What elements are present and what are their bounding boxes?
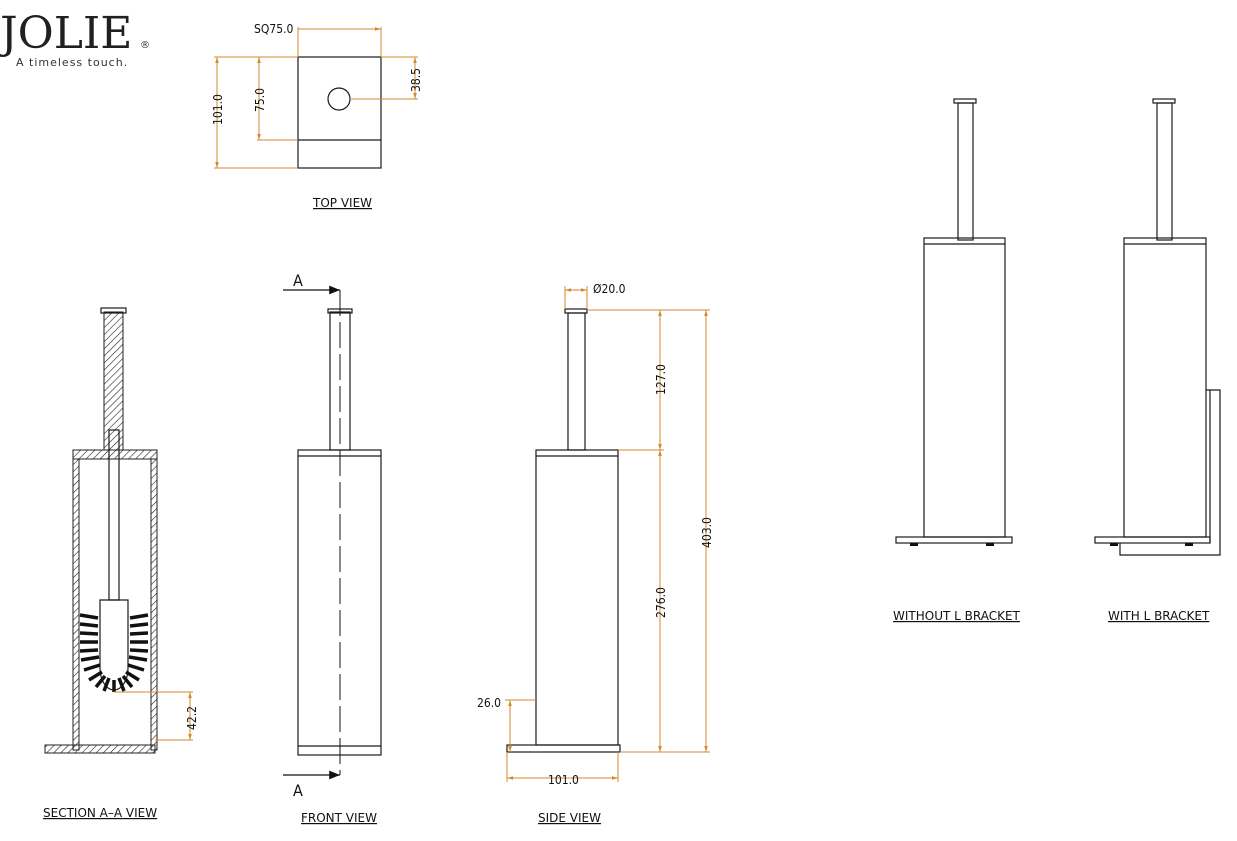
dim-403: 403.0 xyxy=(700,517,714,548)
side-view-label: SIDE VIEW xyxy=(538,811,601,825)
dim-26: 26.0 xyxy=(477,696,501,710)
dim-base-width: 101.0 xyxy=(548,773,579,787)
dim-sq75: SQ75.0 xyxy=(254,22,294,36)
top-view: SQ75.0 101.0 75.0 38.5 TOP VIEW xyxy=(211,22,423,210)
dim-101: 101.0 xyxy=(211,94,225,125)
without-bracket-view: WITHOUT L BRACKET xyxy=(893,98,1021,623)
without-bracket-label: WITHOUT L BRACKET xyxy=(893,609,1021,623)
side-view: Ø20.0 127.0 276.0 403.0 26.0 101.0 SIDE … xyxy=(477,282,714,825)
with-bracket-view: WITH L BRACKET xyxy=(1094,98,1221,623)
front-view-label: FRONT VIEW xyxy=(301,811,377,825)
dim-42-2: 42.2 xyxy=(185,706,199,730)
logo-tagline: A timeless touch. xyxy=(16,56,128,69)
registered-mark: ® xyxy=(140,40,151,51)
section-marker-bottom: A xyxy=(293,781,303,800)
dim-38-5: 38.5 xyxy=(409,68,423,92)
section-view: 42.2 SECTION A–A VIEW xyxy=(43,307,199,820)
brand-logo: JOLIE ® A timeless touch. xyxy=(0,8,151,69)
with-bracket-label: WITH L BRACKET xyxy=(1108,609,1210,623)
section-view-label: SECTION A–A VIEW xyxy=(43,806,157,820)
dim-75: 75.0 xyxy=(253,88,267,112)
dim-rod-diameter: Ø20.0 xyxy=(593,282,626,296)
front-view: A A FRONT VIEW xyxy=(283,271,382,825)
top-view-label: TOP VIEW xyxy=(312,196,372,210)
dim-127: 127.0 xyxy=(654,364,668,395)
logo-text: JOLIE xyxy=(0,8,132,59)
dim-276: 276.0 xyxy=(654,587,668,618)
section-marker-top: A xyxy=(293,271,303,290)
